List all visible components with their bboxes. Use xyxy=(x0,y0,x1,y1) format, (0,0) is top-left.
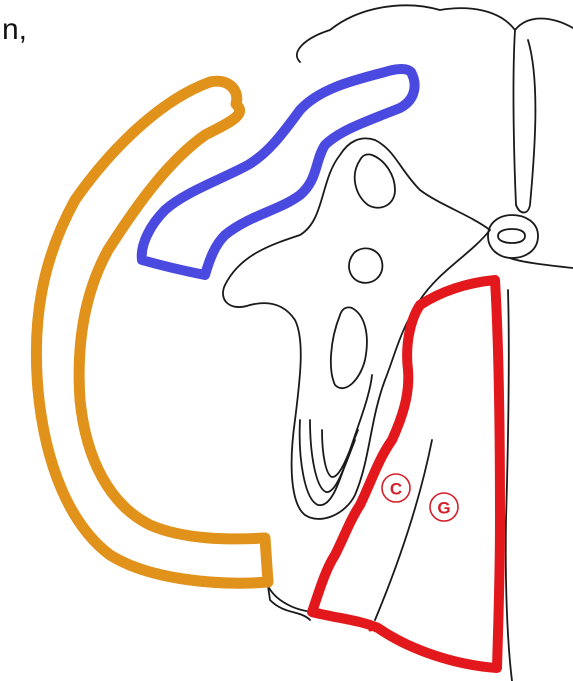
midline-fissure xyxy=(513,30,535,213)
ventricle-inner-2 xyxy=(349,248,382,283)
central-canal-inner xyxy=(498,229,525,243)
label-c-text: C xyxy=(390,480,402,499)
ventricle-inner-3 xyxy=(331,307,367,388)
label-c: C xyxy=(382,474,410,502)
ventricle-inner-6 xyxy=(322,430,358,477)
red-region xyxy=(312,280,500,668)
ventricle-outline xyxy=(223,138,490,519)
ventricle-inner-1 xyxy=(355,154,395,207)
red-divider xyxy=(370,628,378,630)
label-g: G xyxy=(430,493,458,521)
midline-lower xyxy=(510,258,573,268)
label-g-text: G xyxy=(437,499,450,518)
layer-line xyxy=(375,440,432,620)
central-canal-ring xyxy=(488,215,538,258)
midline-ventral xyxy=(506,290,512,681)
orange-region xyxy=(36,81,268,583)
